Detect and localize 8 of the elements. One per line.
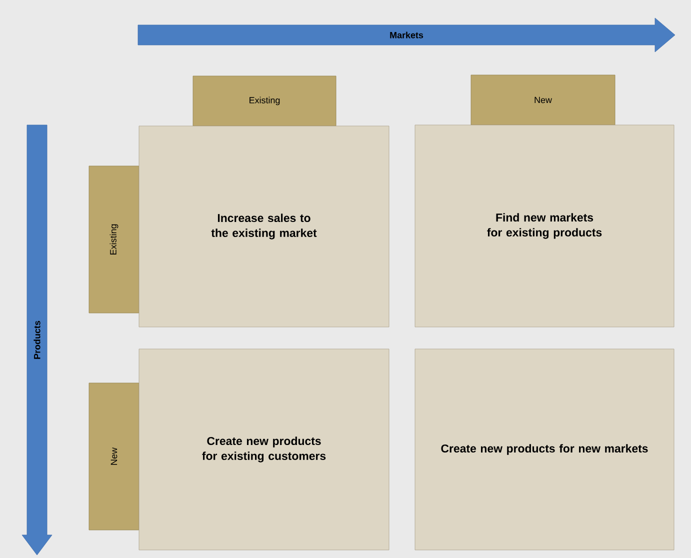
strategy-box: Create new products for new markets: [414, 348, 674, 550]
header-tab: Existing: [192, 76, 336, 126]
header-tab: New: [88, 382, 140, 530]
header-tab: Existing: [88, 166, 140, 314]
strategy-box: Find new markets for existing products: [414, 124, 674, 328]
strategy-box: Increase sales to the existing market: [138, 126, 390, 328]
header-tab: New: [470, 74, 616, 126]
strategy-box: Create new products for existing customers: [138, 348, 390, 550]
